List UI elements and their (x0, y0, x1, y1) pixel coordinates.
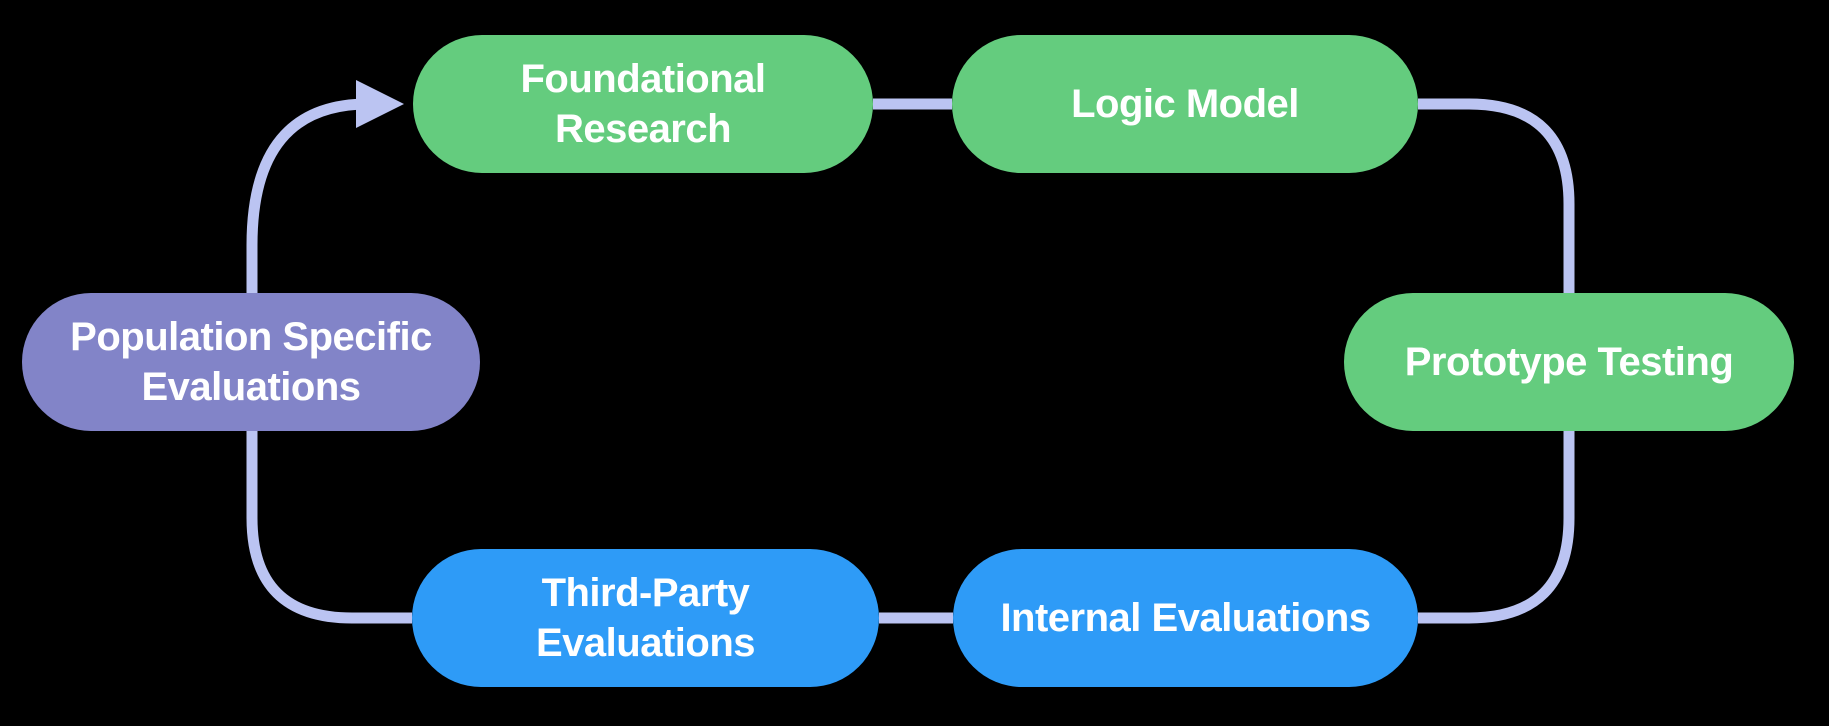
node-logic-model: Logic Model (952, 35, 1418, 173)
connector-prototype-to-internal (1418, 431, 1575, 624)
node-label: Third-Party (541, 571, 750, 615)
node-label: Research (554, 107, 732, 151)
node-foundational-research: Foundational Research (413, 35, 873, 173)
arrowhead-icon (356, 80, 404, 128)
node-prototype-testing: Prototype Testing (1344, 293, 1794, 431)
connector-thirdparty-to-population-to-foundational (246, 98, 412, 624)
node-label: Prototype Testing (1404, 340, 1734, 384)
node-label: Internal Evaluations (1000, 596, 1371, 640)
connector-logic-to-prototype (1418, 98, 1575, 293)
node-label: Evaluations (535, 621, 756, 665)
node-third-party-evaluations: Third-Party Evaluations (412, 549, 879, 687)
node-label: Evaluations (141, 365, 361, 409)
node-internal-evaluations: Internal Evaluations (953, 549, 1418, 687)
node-population-specific-evaluations: Population Specific Evaluations (22, 293, 480, 431)
node-label: Population Specific (70, 315, 432, 359)
node-label: Foundational (520, 57, 766, 101)
node-label: Logic Model (1071, 82, 1299, 126)
